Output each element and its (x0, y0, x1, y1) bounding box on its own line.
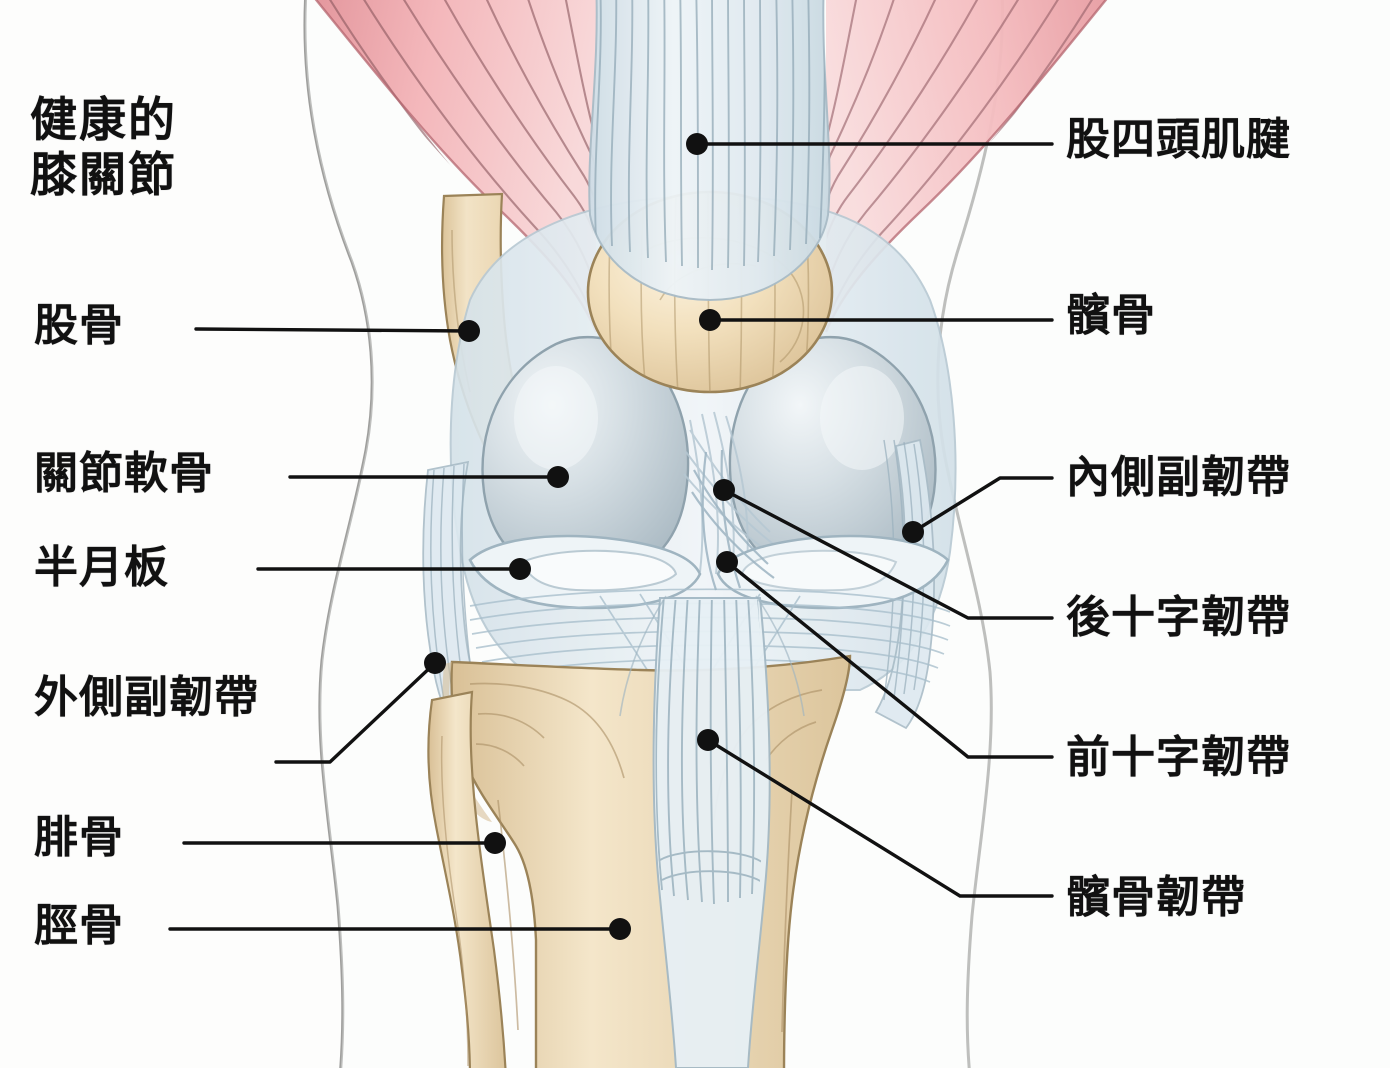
leader-line-lcl (274, 661, 437, 764)
callout-dot-tibia (609, 918, 631, 940)
quadriceps-tendon (588, 0, 831, 302)
callout-dot-fibula (484, 832, 506, 854)
label-tibia: 脛骨 (34, 901, 124, 950)
label-patella: 髕骨 (1066, 291, 1156, 340)
callout-dot-mcl (902, 521, 924, 543)
label-acl: 前十字韌帶 (1066, 733, 1291, 782)
label-fibula: 腓骨 (34, 813, 124, 862)
label-patellar-ligament: 髕骨韌帶 (1066, 873, 1246, 922)
leader-line-acl (725, 560, 1054, 759)
callout-dot-lcl (424, 652, 446, 674)
label-femur: 股骨 (34, 301, 124, 350)
callout-dot-acl (716, 551, 738, 573)
leader-line-pcl (722, 488, 1054, 620)
leader-line-mcl (911, 476, 1054, 534)
callout-dot-patellar-ligament (697, 729, 719, 751)
page-title-line1: 健康的 (30, 93, 177, 146)
callout-dots (424, 133, 924, 940)
label-quadriceps-tendon: 股四頭肌腱 (1066, 115, 1291, 164)
callout-dot-pcl (713, 479, 735, 501)
label-pcl: 後十字韌帶 (1066, 593, 1291, 642)
fibula-bone (427, 690, 507, 1068)
leg-silhouette (303, 0, 1004, 1068)
leader-line-patellar-ligament (706, 738, 1054, 898)
page-title: 健康的 膝關節 (30, 92, 177, 203)
callout-dot-cartilage (547, 466, 569, 488)
patellar-ligament (619, 595, 805, 1068)
callout-dot-femur (458, 320, 480, 342)
label-lcl: 外側副韌帶 (34, 673, 259, 722)
label-mcl: 內側副韌帶 (1066, 453, 1291, 502)
leader-lines (168, 142, 1054, 931)
callout-dot-meniscus (509, 558, 531, 580)
cruciate-ligaments (691, 449, 775, 591)
page-title-line2: 膝關節 (30, 148, 177, 202)
callout-dot-quadriceps-tendon (686, 133, 708, 155)
label-meniscus: 半月板 (34, 543, 169, 592)
label-cartilage: 關節軟骨 (34, 449, 214, 498)
leader-line-femur (194, 327, 471, 333)
callout-dot-patella (699, 309, 721, 331)
